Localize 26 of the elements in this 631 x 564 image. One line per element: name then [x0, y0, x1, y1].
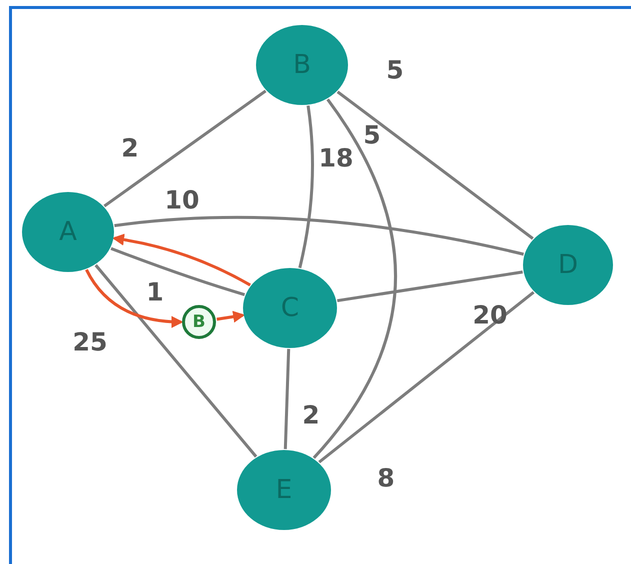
connector-line [284, 348, 290, 450]
arrow [85, 269, 184, 328]
edge-label: 5 [386, 58, 404, 82]
connector-line [110, 247, 246, 296]
edge-label: 5 [363, 122, 381, 148]
connector-line [312, 98, 397, 459]
edge-label: 2 [121, 136, 139, 160]
connector-line [318, 291, 535, 464]
connector-line [114, 216, 524, 256]
edge-label: 10 [164, 188, 200, 212]
connector-line [298, 105, 314, 268]
connector-line [336, 90, 534, 240]
small-node-circle [182, 305, 216, 339]
arrow [216, 310, 246, 323]
edge-label: 25 [72, 330, 108, 354]
connector-line [94, 264, 258, 458]
edge-label: 18 [318, 146, 354, 170]
node-ellipse [256, 25, 348, 105]
connector-line [337, 270, 523, 302]
edge-label: 20 [472, 302, 508, 328]
connector-line [104, 90, 266, 208]
edge-label: 8 [377, 466, 395, 490]
edge-label: 2 [302, 402, 320, 428]
edge-label: 1 [146, 280, 164, 304]
node-label: B [192, 314, 206, 330]
arrow [112, 234, 251, 286]
